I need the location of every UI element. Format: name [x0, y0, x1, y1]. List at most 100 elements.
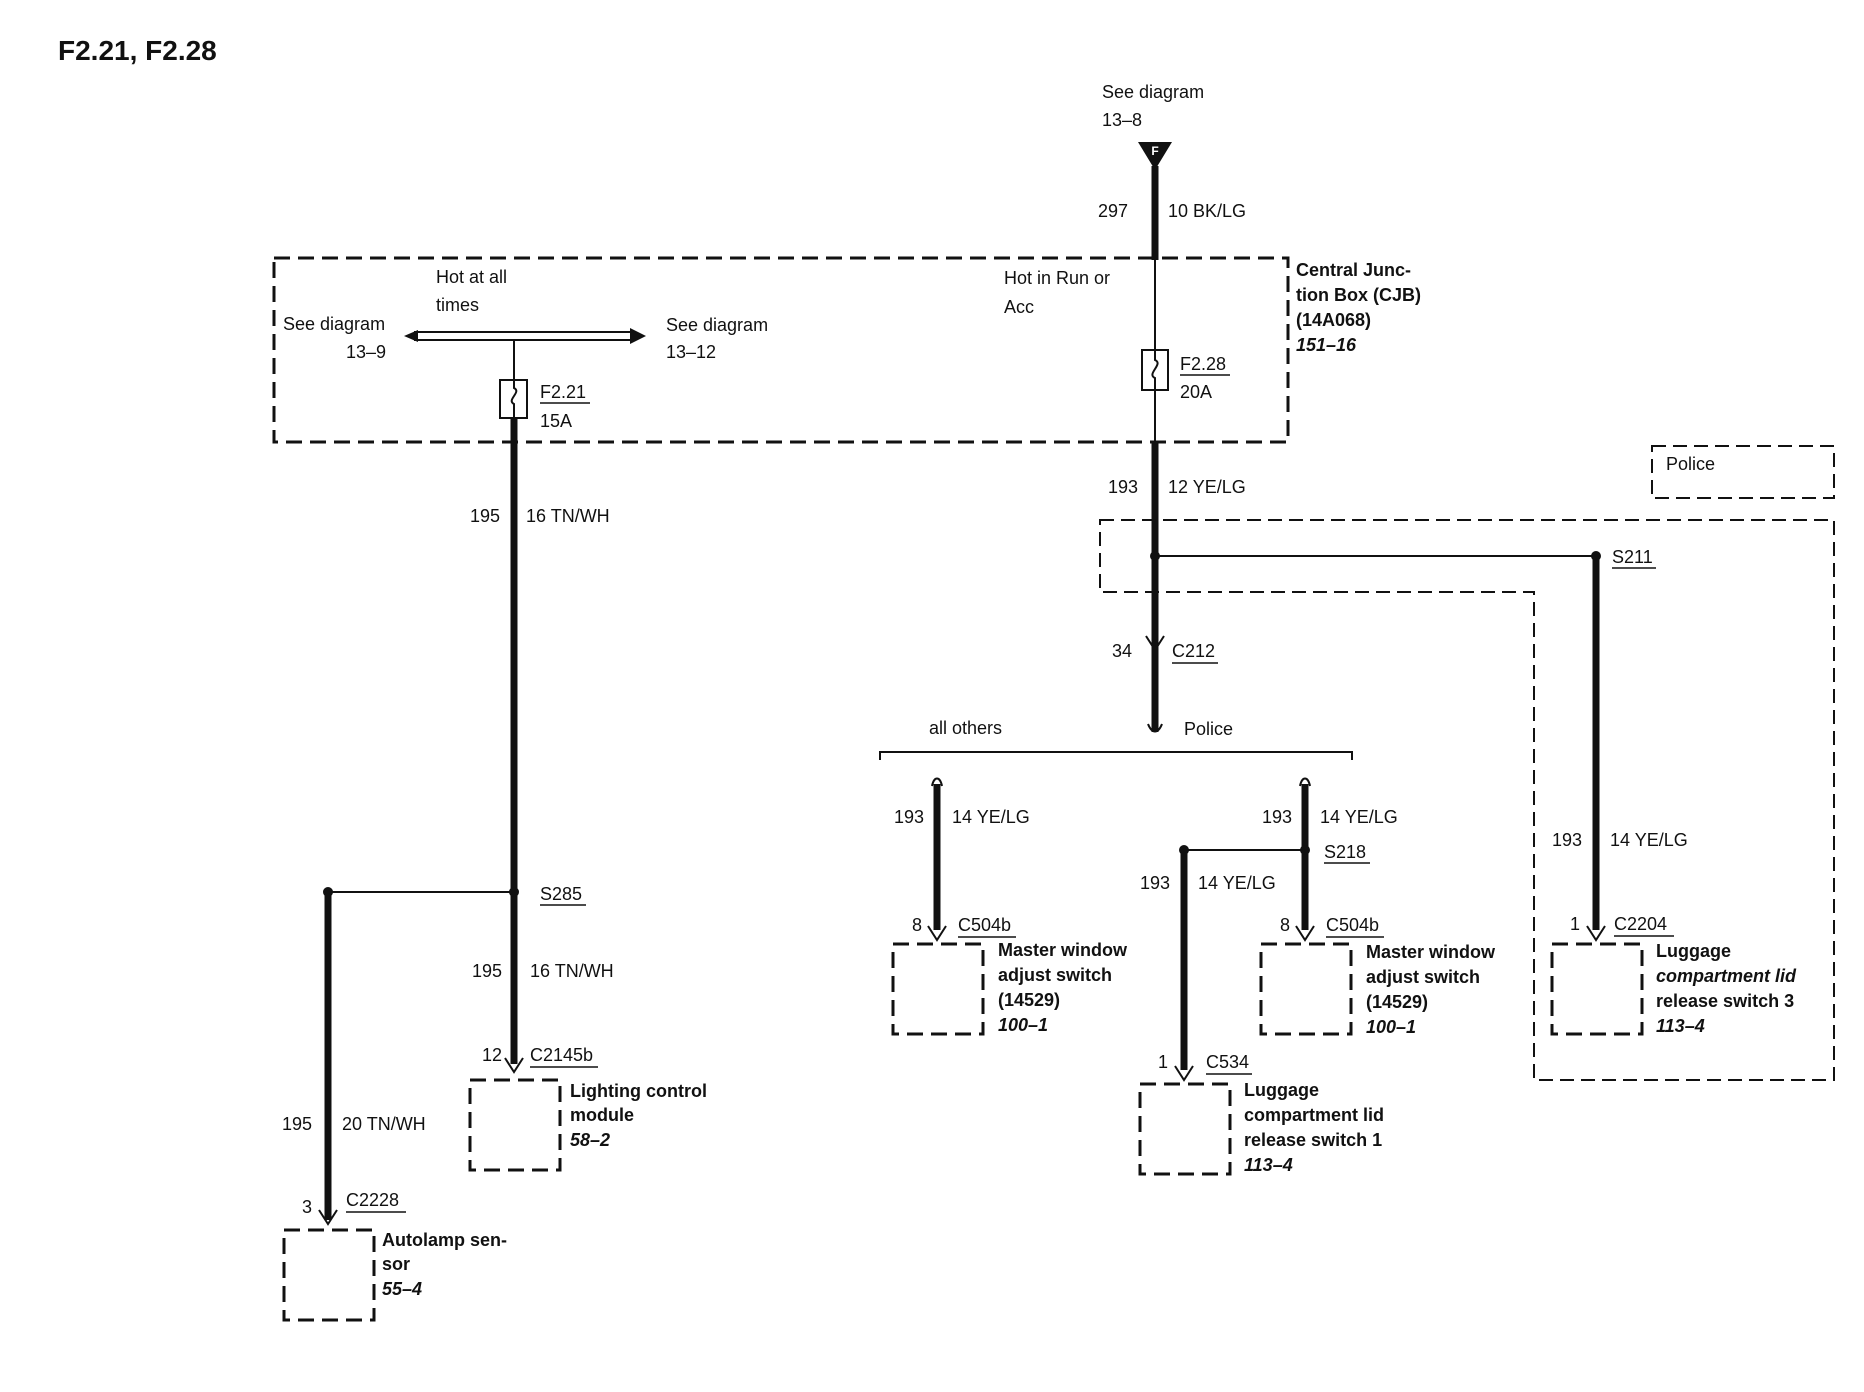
c504b-connector-2 [1295, 925, 1315, 942]
fuse2-rating: 20A [1180, 382, 1212, 402]
circuit-195-mid: 195 [472, 961, 502, 981]
all-others-label: all others [929, 718, 1002, 738]
mw2-wire: 14 YE/LG [1320, 807, 1398, 827]
luggage-switch-1-box [1138, 1082, 1232, 1176]
lcm-connector: C2145b [530, 1045, 593, 1065]
lc3-line2: compartment lid [1656, 966, 1797, 986]
mw2-part: (14529) [1366, 992, 1428, 1012]
fuse-f2-28-icon [1141, 349, 1169, 391]
cjb-name-line1: Central Junc- [1296, 260, 1411, 280]
mw2-line2: adjust switch [1366, 967, 1480, 987]
mw2-pin: 8 [1280, 915, 1290, 935]
feed-connector-letter: F [1151, 144, 1158, 158]
option-bracket [879, 751, 1353, 760]
auto-pin: 3 [302, 1197, 312, 1217]
fuse2-name: F2.28 [1180, 354, 1226, 374]
lc1-wire: 14 YE/LG [1198, 873, 1276, 893]
circuit-193: 193 [1108, 477, 1138, 497]
top-see-ref: 13–8 [1102, 110, 1142, 130]
c2228-connector [318, 1209, 338, 1226]
left-branch: 195 16 TN/WH S285 195 16 TN/WH 12 C2145b… [282, 442, 707, 1322]
auto-wire: 20 TN/WH [342, 1114, 426, 1134]
mw1-line1: Master window [998, 940, 1128, 960]
central-junction-box: Central Junc- tion Box (CJB) (14A068) 15… [272, 256, 1421, 444]
mw1-line2: adjust switch [998, 965, 1112, 985]
lc1-line2: compartment lid [1244, 1105, 1384, 1125]
lc1-pin: 1 [1158, 1052, 1168, 1072]
lc3-line1: Luggage [1656, 941, 1731, 961]
lc3-ref: 113–4 [1656, 1016, 1705, 1036]
luggage-switch-3-box [1550, 942, 1644, 1036]
c212-pin: 34 [1112, 641, 1132, 661]
wire-195-mid-label: 16 TN/WH [530, 961, 614, 981]
auto-ref: 55–4 [382, 1279, 422, 1299]
lc3-line3: release switch 3 [1656, 991, 1794, 1011]
lighting-control-module-box [468, 1078, 562, 1172]
top-feed: See diagram 13–8 F 297 10 BK/LG [1098, 82, 1246, 260]
auto-line1: Autolamp sen- [382, 1230, 507, 1250]
lcm-line1: Lighting control [570, 1081, 707, 1101]
lc1-circuit: 193 [1140, 873, 1170, 893]
mw1-wire: 14 YE/LG [952, 807, 1030, 827]
police-option-label: Police [1184, 719, 1233, 739]
splice-s211: S211 [1612, 547, 1653, 567]
cjb-ref: 151–16 [1296, 335, 1357, 355]
splice-s285: S285 [540, 884, 582, 904]
hot-all-times-line2: times [436, 295, 479, 315]
mw2-connector: C504b [1326, 915, 1379, 935]
see-diagram-left: See diagram [283, 314, 385, 334]
fuse-f2-21-icon [499, 379, 528, 419]
auto-line2: sor [382, 1254, 410, 1274]
top-see-diagram: See diagram [1102, 82, 1204, 102]
c2204-connector [1586, 925, 1606, 942]
cjb-outline [272, 256, 1290, 444]
c212-connector [1145, 635, 1165, 652]
lc1-connector: C534 [1206, 1052, 1249, 1072]
lc3-connector: C2204 [1614, 914, 1667, 934]
auto-circuit: 195 [282, 1114, 312, 1134]
cjb-name-line2: tion Box (CJB) [1296, 285, 1421, 305]
autolamp-sensor-box [282, 1228, 376, 1322]
splice-s218: S218 [1324, 842, 1366, 862]
wire-193-label: 12 YE/LG [1168, 477, 1246, 497]
lc3-circuit: 193 [1552, 830, 1582, 850]
mw1-pin: 8 [912, 915, 922, 935]
c504b-connector-1 [927, 925, 947, 942]
lcm-line2: module [570, 1105, 634, 1125]
lcm-pin: 12 [482, 1045, 502, 1065]
page-title: F2.21, F2.28 [58, 35, 217, 66]
lc3-wire: 14 YE/LG [1610, 830, 1688, 850]
mw2-circuit: 193 [1262, 807, 1292, 827]
lc1-line3: release switch 1 [1244, 1130, 1382, 1150]
police-legend-box [1651, 445, 1835, 499]
c2145b-connector [504, 1057, 524, 1074]
master-window-switch-1-box [891, 942, 985, 1036]
circuit-195-top: 195 [470, 506, 500, 526]
wire-195-top-label: 16 TN/WH [526, 506, 610, 526]
circuit-297: 297 [1098, 201, 1128, 221]
lc1-ref: 113–4 [1244, 1155, 1293, 1175]
see-diagram-right: See diagram [666, 315, 768, 335]
fuse1-rating: 15A [540, 411, 572, 431]
option-split-mark [1147, 723, 1163, 733]
bus-bar [404, 328, 646, 344]
mw1-part: (14529) [998, 990, 1060, 1010]
lcm-ref: 58–2 [570, 1130, 610, 1150]
feed-connector-triangle [1138, 142, 1172, 170]
mw1-ref: 100–1 [998, 1015, 1048, 1035]
police-legend-label: Police [1666, 454, 1715, 474]
mw1-circuit: 193 [894, 807, 924, 827]
see-diagram-left-ref: 13–9 [346, 342, 386, 362]
master-window-switch-2-box [1259, 942, 1353, 1036]
hot-all-times-line1: Hot at all [436, 267, 507, 287]
hot-run-line2: Acc [1004, 297, 1034, 317]
mw2-ref: 100–1 [1366, 1017, 1416, 1037]
cjb-part: (14A068) [1296, 310, 1371, 330]
c534-connector [1174, 1065, 1194, 1082]
see-diagram-right-ref: 13–12 [666, 342, 716, 362]
wire-297-label: 10 BK/LG [1168, 201, 1246, 221]
c212-label: C212 [1172, 641, 1215, 661]
mw2-line1: Master window [1366, 942, 1496, 962]
right-branch: 193 12 YE/LG Police S211 34 C212 all oth… [879, 442, 1835, 1176]
lc1-line1: Luggage [1244, 1080, 1319, 1100]
